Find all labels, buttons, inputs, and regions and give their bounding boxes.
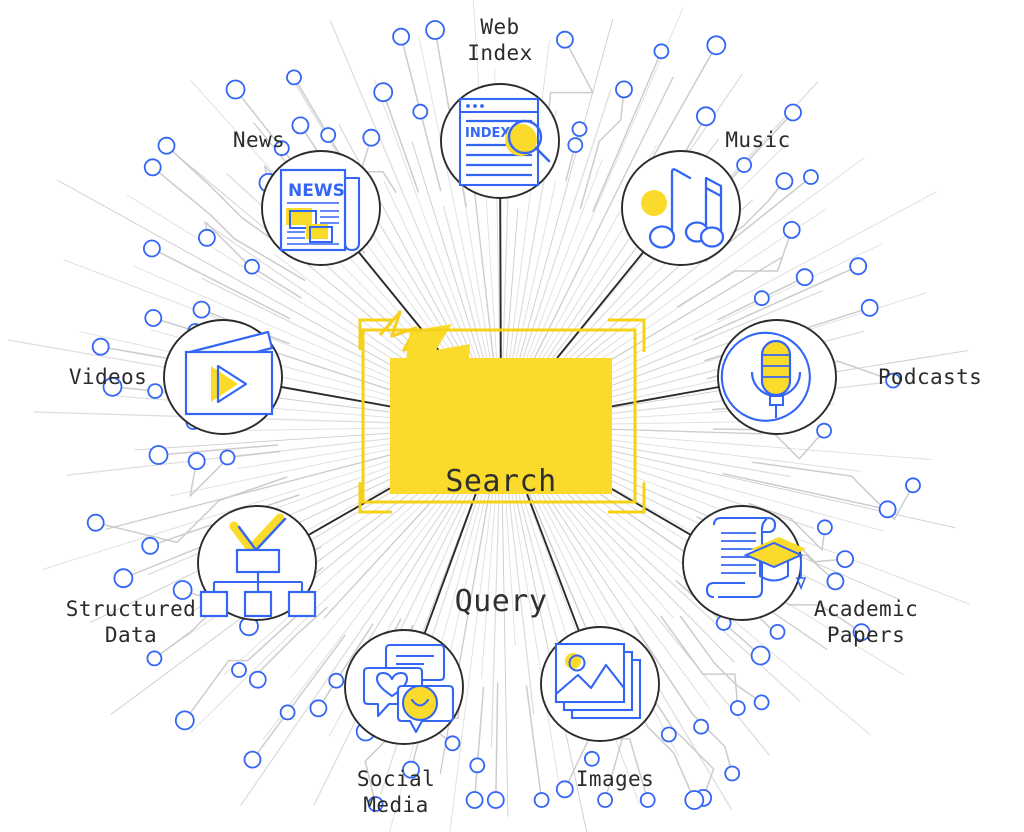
center-frame-outline [361,328,637,504]
clapperboard-play-icon [184,330,274,416]
node-circle-music[interactable] [621,150,741,266]
newspaper-icon: NEWS [279,168,361,252]
center-query-label-line1: Search [445,464,557,499]
scroll-graduation-cap-icon [705,516,807,599]
node-academic-papers[interactable] [682,505,807,621]
center-query-label: Search Query [390,382,612,702]
chat-bubbles-icon [362,643,455,734]
center-query-label-line2: Query [454,584,548,619]
web-index-icon-text: INDEX [465,126,510,141]
node-web-index[interactable]: INDEX [440,83,560,199]
node-structured-data[interactable] [197,505,317,621]
photo-stack-icon [554,642,642,720]
node-news[interactable]: NEWS [261,150,381,266]
hierarchy-check-icon [199,513,317,618]
node-music[interactable] [621,150,741,266]
node-images[interactable] [540,626,660,742]
microphone-icon [720,331,811,422]
news-icon-text: NEWS [288,181,345,201]
center-query-box[interactable] [390,358,612,494]
node-podcasts[interactable] [717,319,837,435]
web-index-icon: INDEX [458,97,551,187]
node-social-media[interactable] [344,629,464,745]
node-videos[interactable] [163,319,283,435]
center-corner-brackets [358,318,646,514]
music-notes-icon [641,168,725,249]
